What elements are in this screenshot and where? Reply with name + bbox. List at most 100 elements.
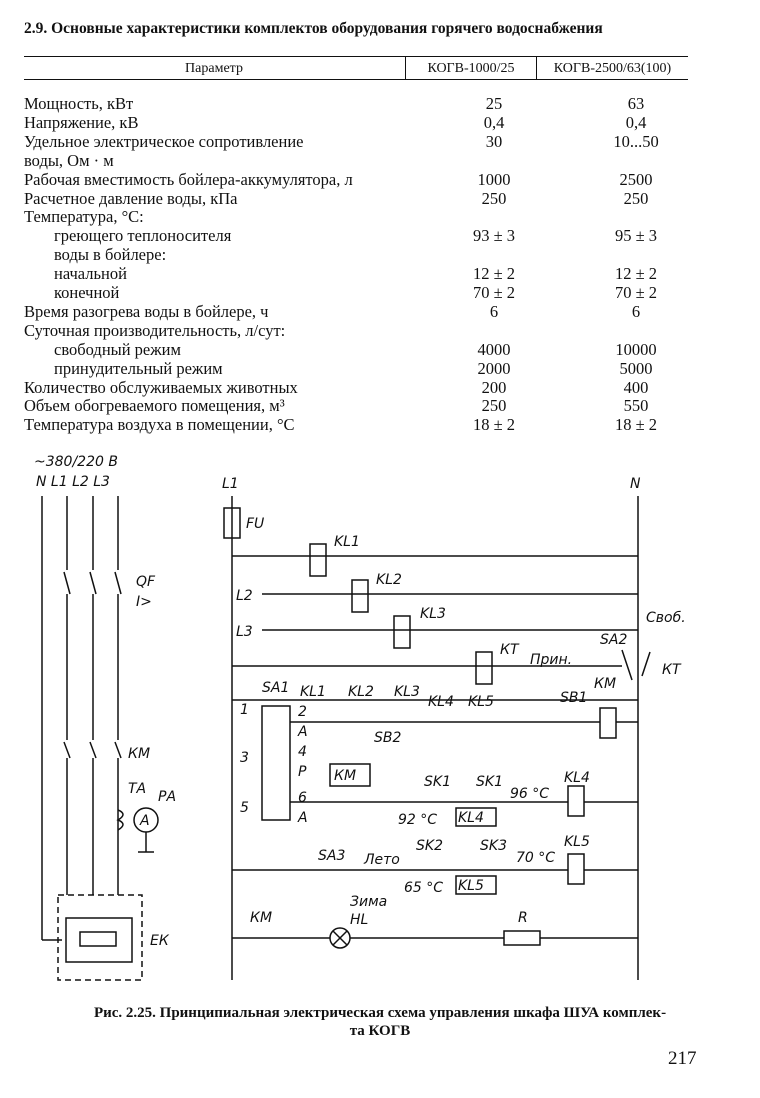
value-cell-kogv-2500: 250 (623, 188, 649, 208)
sa3-label: SA3 (318, 848, 345, 864)
value-cell-kogv-2500: 0,4 (625, 112, 647, 132)
ta-label: ТА (128, 781, 146, 797)
kl4-latch-label: KL4 (458, 810, 484, 826)
sa2-label: SA2 (600, 632, 627, 648)
heater-enclosure (57, 894, 143, 981)
param-cell: Рабочая вместимость бойлера-аккумулятора… (24, 169, 353, 189)
sb1-label: SB1 (560, 690, 587, 706)
power-lines (41, 496, 122, 941)
heater-element-icon (79, 931, 117, 947)
sa1-pos-5: 5 (240, 800, 249, 816)
km-coil-label: КМ (594, 676, 616, 692)
sk1-label-b: SK1 (476, 774, 503, 790)
kt-label: КТ (500, 642, 520, 658)
qf-symbol: I> (136, 594, 152, 610)
param-cell: Удельное электрическое сопротивление (24, 131, 304, 151)
value-cell-kogv-1000: 250 (481, 188, 507, 208)
param-cell: Количество обслуживаемых животных (24, 377, 298, 397)
sa1-pos-6: 6 (298, 790, 307, 806)
hl-label: HL (350, 912, 368, 928)
kl2-label: KL2 (376, 572, 402, 588)
kt-contact (641, 651, 651, 677)
l1-label: L1 (222, 476, 239, 492)
value-cell-kogv-2500: 18 ± 2 (614, 415, 658, 435)
value-cell-kogv-2500: 6 (631, 301, 641, 321)
param-cell: воды, Ом · м (24, 150, 114, 170)
param-cell: Температура воздуха в помещении, °С (24, 415, 295, 435)
header-parameter: Параметр (185, 61, 243, 76)
km-latch-box (329, 763, 371, 787)
value-cell-kogv-1000: 18 ± 2 (472, 415, 516, 435)
ek-label: ЕК (150, 933, 170, 949)
kl5-latch-box (455, 875, 497, 895)
figure-caption-line2: та КОГВ (349, 1023, 411, 1039)
kl1-contact-label: KL1 (300, 684, 326, 700)
sb2-label: SB2 (374, 730, 401, 746)
kl4-latch-box (455, 807, 497, 827)
value-cell-kogv-2500: 95 ± 3 (614, 226, 658, 246)
sa1-pos-a1: A (297, 724, 308, 740)
param-cell: воды в бойлере: (54, 245, 167, 265)
contactor-coil-km (599, 707, 617, 739)
prin-label: Прин. (530, 652, 572, 668)
param-cell: принудительный режим (54, 358, 223, 378)
param-cell: Расчетное давление воды, кПа (24, 188, 238, 208)
relay-coil-kl4 (567, 785, 585, 817)
kl2-contact-label: KL2 (348, 684, 374, 700)
table-top-rule (24, 56, 688, 57)
circuit-diagram: ~380/220 В N L1 L2 L3 QF I> КМ ТА РА A Е… (34, 454, 686, 981)
l3-label: L3 (236, 624, 253, 640)
sa1-pos-1: 1 (240, 702, 249, 718)
relay-coil-kl1 (309, 543, 327, 577)
kl1-label: KL1 (334, 534, 360, 550)
sa2-switch (621, 649, 633, 681)
param-cell: Время разогрева воды в бойлере, ч (24, 301, 269, 321)
pa-label: РА (158, 789, 176, 805)
value-cell-kogv-2500: 10000 (615, 339, 657, 359)
ammeter-symbol: A (139, 813, 150, 829)
phase-labels: N L1 L2 L3 (36, 474, 110, 490)
table-row: воды в бойлере: (24, 245, 724, 264)
kl4-contact-label: KL4 (428, 694, 454, 710)
sa1-pos-2: 2 (298, 704, 307, 720)
header-kogv-1000: КОГВ-1000/25 (427, 61, 515, 76)
param-cell: начальной (54, 264, 127, 284)
table-row: Температура, °С: (24, 207, 724, 226)
sk1-label-a: SK1 (424, 774, 451, 790)
leto-label: Лето (363, 852, 400, 868)
value-cell-kogv-2500: 400 (623, 377, 649, 397)
section-title: 2.9. Основные характеристики комплектов … (24, 20, 603, 37)
value-cell-kogv-1000: 2000 (477, 358, 511, 378)
sk3-label: SK3 (480, 838, 507, 854)
fuse-icon (223, 507, 241, 539)
sa1-selector (261, 705, 291, 821)
sa1-label: SA1 (262, 680, 289, 696)
l2-label: L2 (236, 588, 253, 604)
table-row: Расчетное давление воды, кПа 250 250 (24, 189, 724, 208)
param-cell: Температура, °С: (24, 207, 144, 227)
sa1-pos-4: 4 (298, 744, 307, 760)
n-label: N (630, 476, 641, 492)
value-cell-kogv-1000: 1000 (477, 169, 511, 189)
value-cell-kogv-1000: 250 (481, 396, 507, 416)
table-row: воды, Ом · м (24, 151, 724, 170)
qf-label: QF (136, 574, 156, 590)
table-row: Температура воздуха в помещении, °С 18 ± … (24, 415, 724, 434)
value-cell-kogv-1000: 70 ± 2 (472, 283, 516, 302)
relay-coil-kl5 (567, 853, 585, 885)
sk2-label: SK2 (416, 838, 443, 854)
kl3-contact-label: KL3 (394, 684, 420, 700)
kl5-coil-label: KL5 (564, 834, 590, 850)
header-separator (536, 57, 537, 79)
kl5-contact-label: KL5 (468, 694, 494, 710)
param-cell: Объем обогреваемого помещения, м³ (24, 396, 285, 416)
